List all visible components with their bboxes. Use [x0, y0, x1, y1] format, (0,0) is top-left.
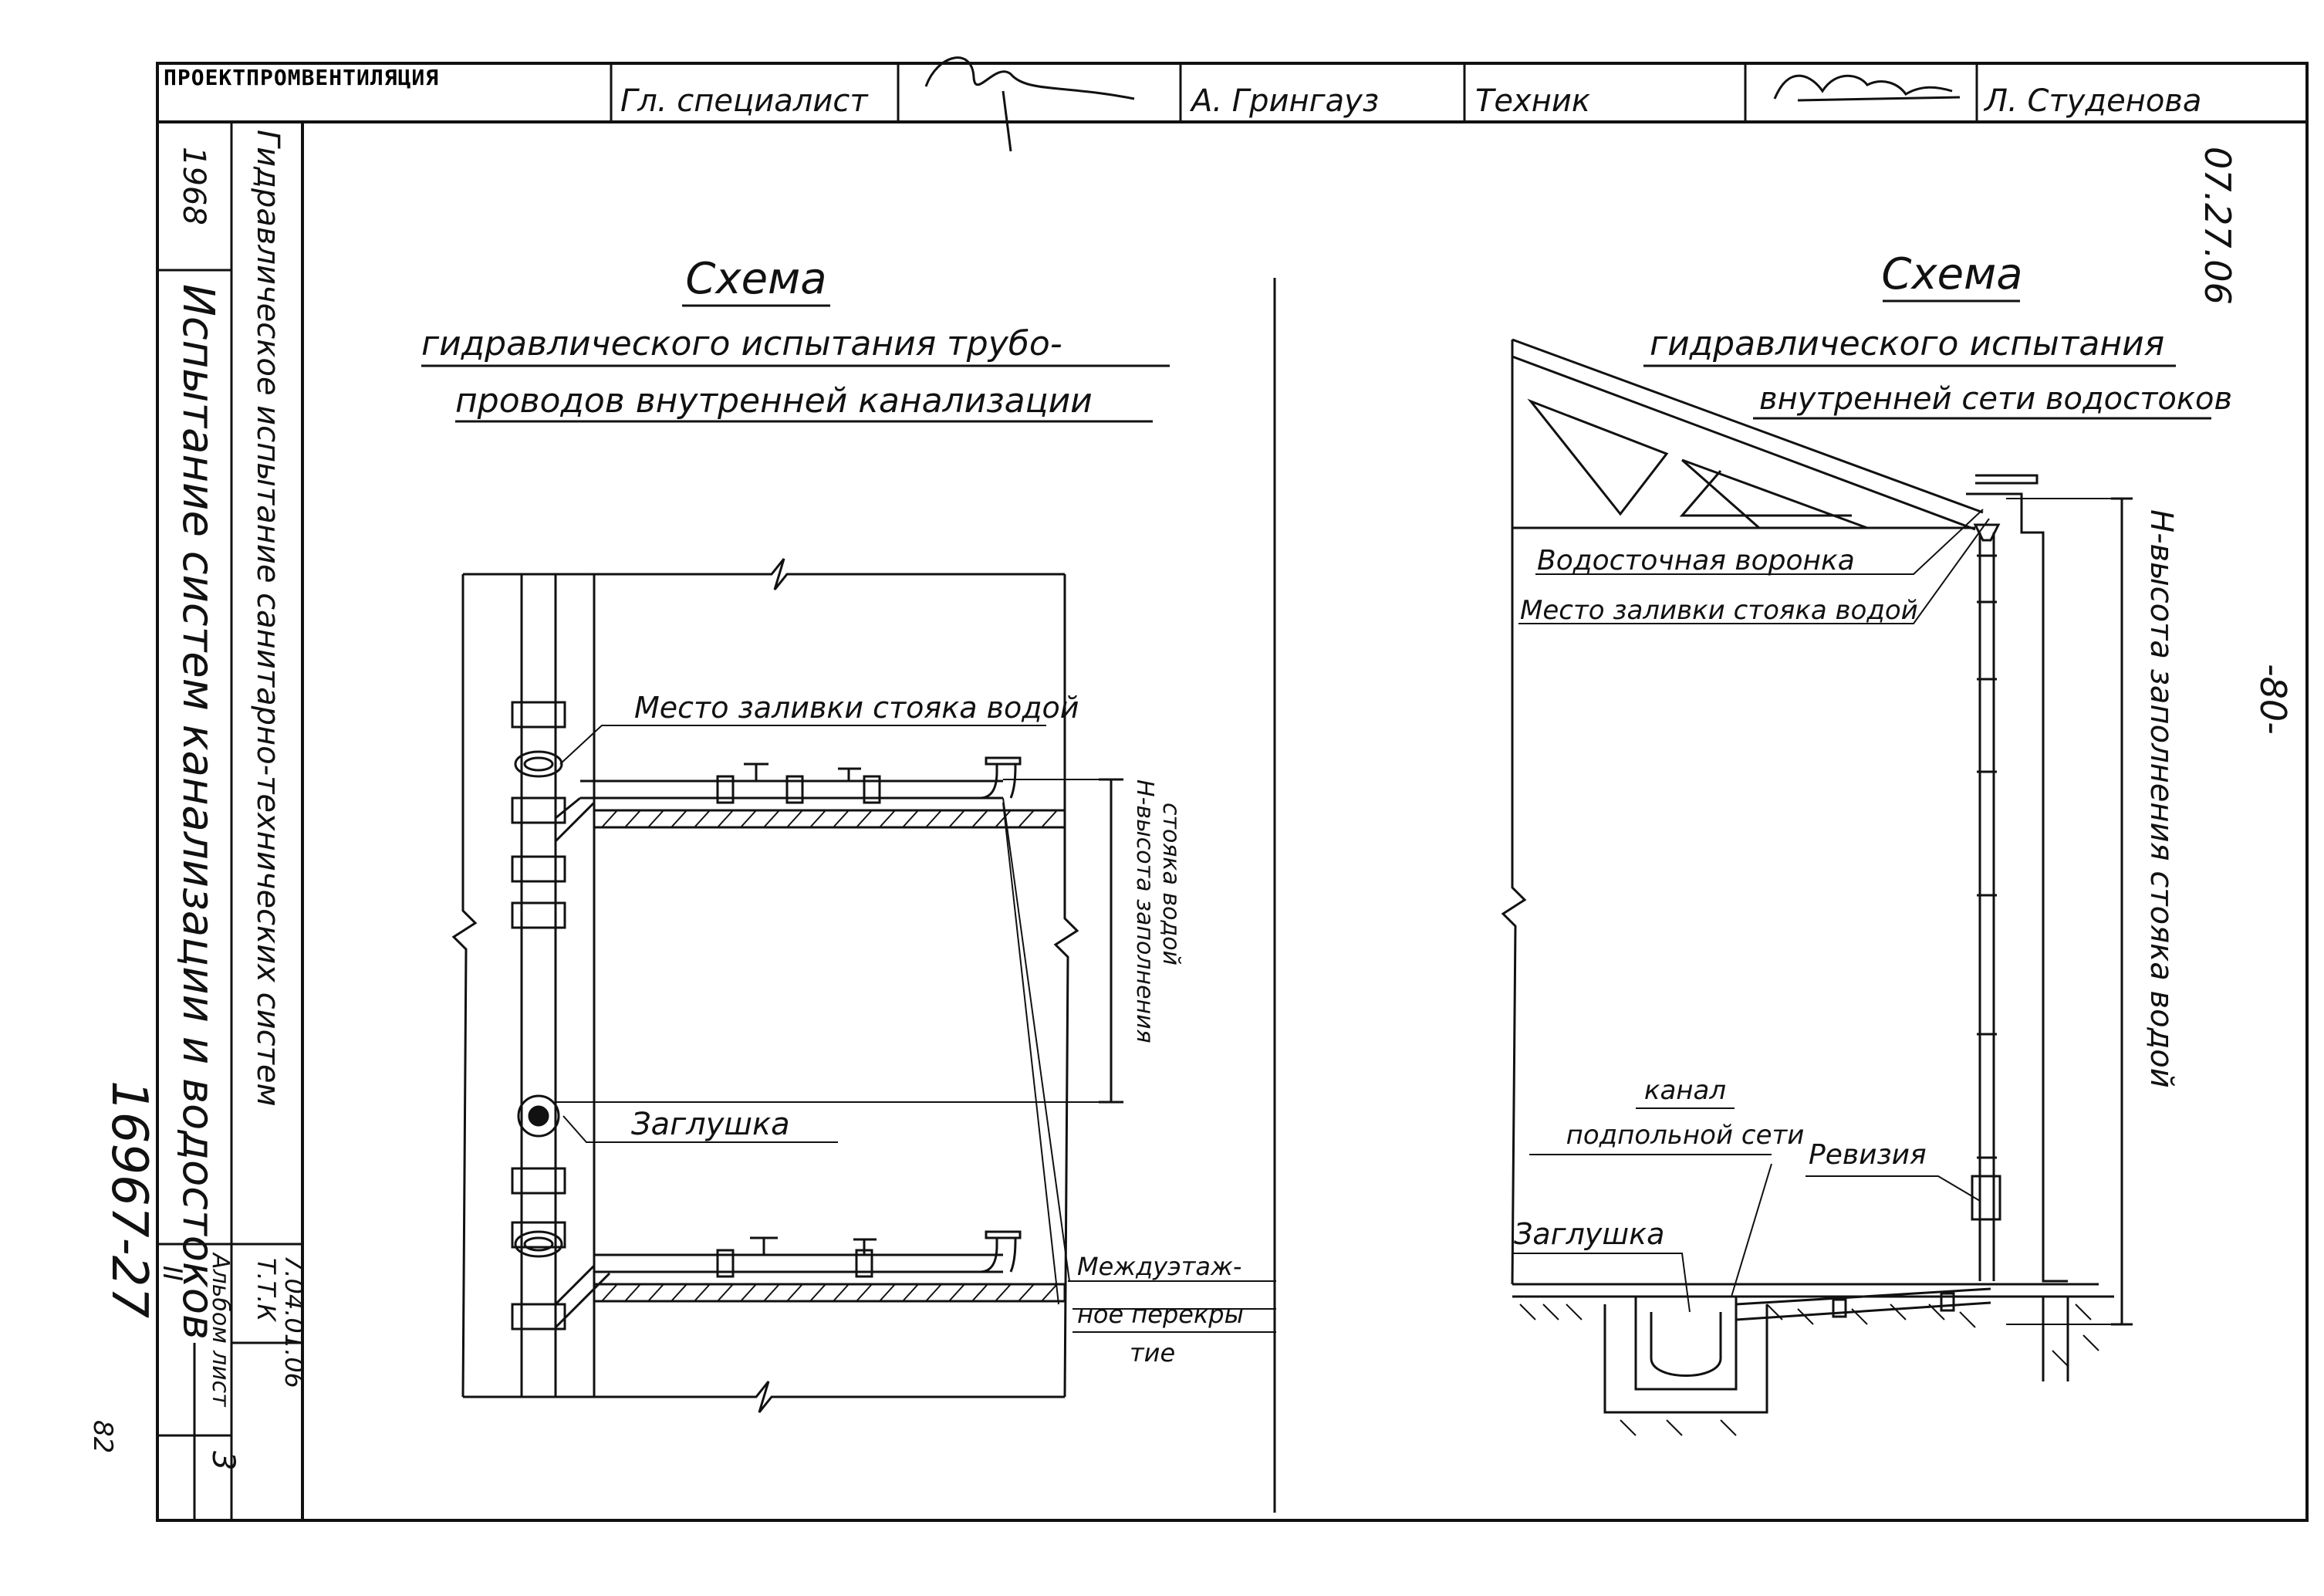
left-label-height-1: Н-высота заполнения	[1131, 779, 1158, 1043]
right-scheme-title: Схема	[1881, 249, 2022, 299]
right-scheme-drawing	[1501, 338, 2133, 1414]
name-chief-specialist: А. Грингауз	[1189, 83, 1379, 119]
top-title-block	[610, 63, 1978, 122]
right-label-height: Н-высота заполнения стояка водой	[2143, 509, 2179, 1088]
page-number: -80-	[2252, 664, 2294, 735]
organization-stamp: ПРОЕКТПРОМВЕНТИЛЯЦИЯ	[164, 65, 439, 90]
right-label-plug: Заглушка	[1514, 1217, 1664, 1251]
code-line-2: 7.04.01.06	[279, 1255, 309, 1388]
right-scheme-subtitle-1: гидравлического испытания	[1650, 324, 2164, 363]
sheet-value: 3	[205, 1451, 241, 1470]
handwritten-mark: 82	[87, 1420, 118, 1453]
left-scheme-title: Схема	[685, 254, 826, 304]
right-label-fill-point: Место заливки стояка водой	[1520, 595, 1918, 626]
left-scheme-subtitle-1: гидравлического испытания трубо-	[421, 324, 1062, 363]
series-title: Гидравлическое испытание санитарно-техни…	[250, 130, 285, 1107]
left-scheme-drawing	[451, 558, 1276, 1413]
left-label-height-2: стояка водой	[1157, 803, 1184, 965]
signature-2	[1773, 74, 1961, 102]
sheet-title: Испытание систем канализации и водостоко…	[173, 284, 223, 1340]
left-label-floor-1: Междуэтаж-	[1077, 1252, 1241, 1281]
name-technician: Л. Студенова	[1983, 83, 2201, 119]
right-label-channel-1: канал	[1644, 1075, 1726, 1106]
signature-1	[924, 56, 1135, 152]
side-title-block	[157, 269, 302, 1520]
ground-hatching	[1519, 1304, 2099, 1436]
album-value: II	[157, 1266, 187, 1281]
year-label: 1968	[176, 147, 211, 225]
sheet-label: лист	[207, 1350, 234, 1408]
left-label-floor-3: тие	[1130, 1338, 1175, 1368]
sheet-frame	[156, 62, 2309, 1522]
right-label-funnel: Водосточная воронка	[1537, 545, 1855, 577]
left-label-floor-2: ное перекры	[1077, 1300, 1244, 1329]
document-code: 07.27.06	[2197, 147, 2238, 305]
code-line-1: Т.Т.К	[252, 1258, 281, 1322]
left-label-fill-point: Место заливки стояка водой	[634, 691, 1079, 725]
left-scheme-subtitle-2: проводов внутренней канализации	[455, 381, 1093, 421]
left-slab-hatching	[601, 810, 1058, 1302]
right-label-revision: Ревизия	[1809, 1139, 1927, 1171]
role-chief-specialist: Гл. специалист	[620, 83, 869, 119]
right-scheme-subtitle-2: внутренней сети водостоков	[1759, 381, 2232, 417]
inventory-number: 16967-27	[100, 1080, 157, 1318]
role-technician: Техник	[1475, 83, 1590, 119]
right-label-channel-2: подпольной сети	[1566, 1120, 1805, 1151]
left-label-plug: Заглушка	[631, 1107, 790, 1142]
album-label: Альбом	[207, 1252, 234, 1344]
